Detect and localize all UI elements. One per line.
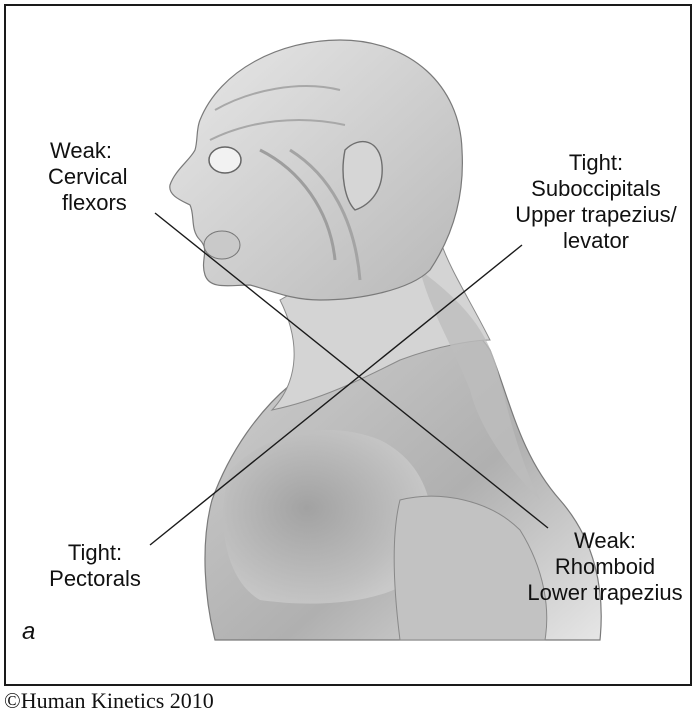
label-line: Suboccipitals: [506, 176, 686, 202]
label-line: Tight:: [506, 150, 686, 176]
panel-label: a: [22, 618, 35, 646]
label-weak-rhomboid: Weak: Rhomboid Lower trapezius: [520, 528, 690, 606]
label-line: Rhomboid: [520, 554, 690, 580]
eye: [209, 147, 241, 173]
label-line: Upper trapezius/: [506, 202, 686, 228]
label-line: flexors: [62, 190, 127, 216]
label-tight-suboccipitals: Tight: Suboccipitals Upper trapezius/ le…: [506, 150, 686, 254]
label-line: Pectorals: [30, 566, 160, 592]
label-line: Cervical: [48, 164, 127, 190]
copyright-notice: ©Human Kinetics 2010: [4, 688, 214, 714]
label-weak-cervical-flexors: Weak: Cervical flexors: [50, 138, 127, 216]
label-line: Weak:: [520, 528, 690, 554]
label-line: Lower trapezius: [520, 580, 690, 606]
label-line: Tight:: [30, 540, 160, 566]
label-line: Weak:: [50, 138, 127, 164]
label-line: levator: [506, 228, 686, 254]
label-tight-pectorals: Tight: Pectorals: [30, 540, 160, 592]
